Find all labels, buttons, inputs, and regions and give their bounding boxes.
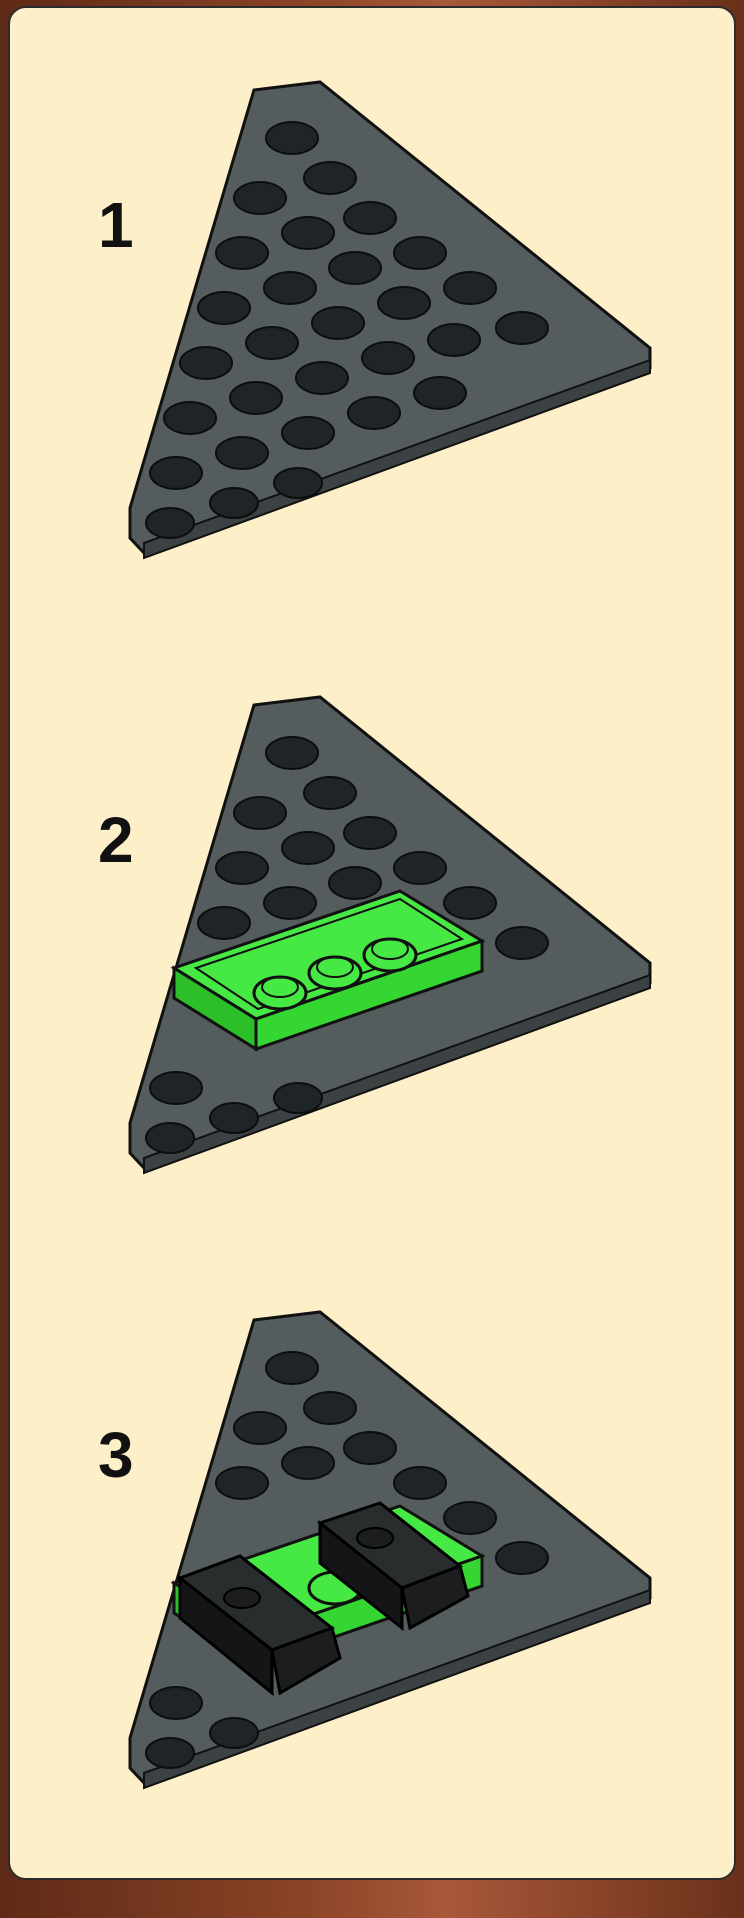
step-2: 2: [10, 683, 738, 1303]
instruction-panel: 1 2: [8, 6, 736, 1880]
wedge-plate-illustration: [10, 68, 738, 688]
step-1: 1: [10, 68, 738, 688]
wedge-plate-with-black-parts-illustration: [10, 1298, 738, 1918]
wedge-plate-with-green-plate-illustration: [10, 683, 738, 1303]
step-3: 3: [10, 1298, 738, 1918]
